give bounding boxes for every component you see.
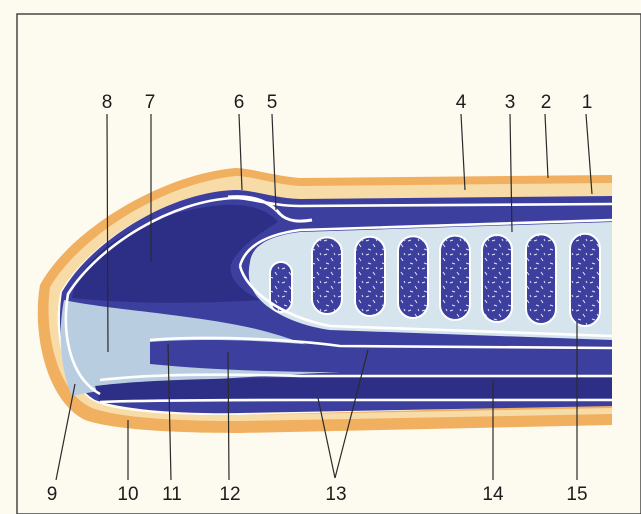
label-12: 12	[219, 484, 240, 505]
label-14: 14	[482, 484, 504, 505]
label-9: 9	[47, 484, 58, 505]
label-4: 4	[456, 92, 467, 113]
nail-bed-ridge-texture	[355, 237, 385, 316]
nail-bed-ridge-texture	[440, 236, 470, 320]
label-15: 15	[566, 484, 587, 505]
label-10: 10	[117, 484, 138, 505]
nail-bed-ridge-texture	[526, 234, 556, 324]
label-2: 2	[541, 92, 552, 113]
label-7: 7	[145, 92, 156, 113]
nail-bed-ridge-texture	[482, 235, 512, 322]
label-1: 1	[582, 92, 593, 113]
nail-bed-ridge-texture	[570, 234, 600, 326]
label-5: 5	[267, 92, 278, 113]
label-13: 13	[325, 484, 346, 505]
nail-bed-ridge-texture	[398, 236, 428, 318]
nail-plate	[249, 222, 612, 340]
label-8: 8	[102, 92, 113, 113]
label-11: 11	[162, 484, 182, 505]
label-6: 6	[234, 92, 245, 113]
label-3: 3	[505, 92, 516, 113]
nail-bed-ridge-texture	[312, 237, 342, 314]
